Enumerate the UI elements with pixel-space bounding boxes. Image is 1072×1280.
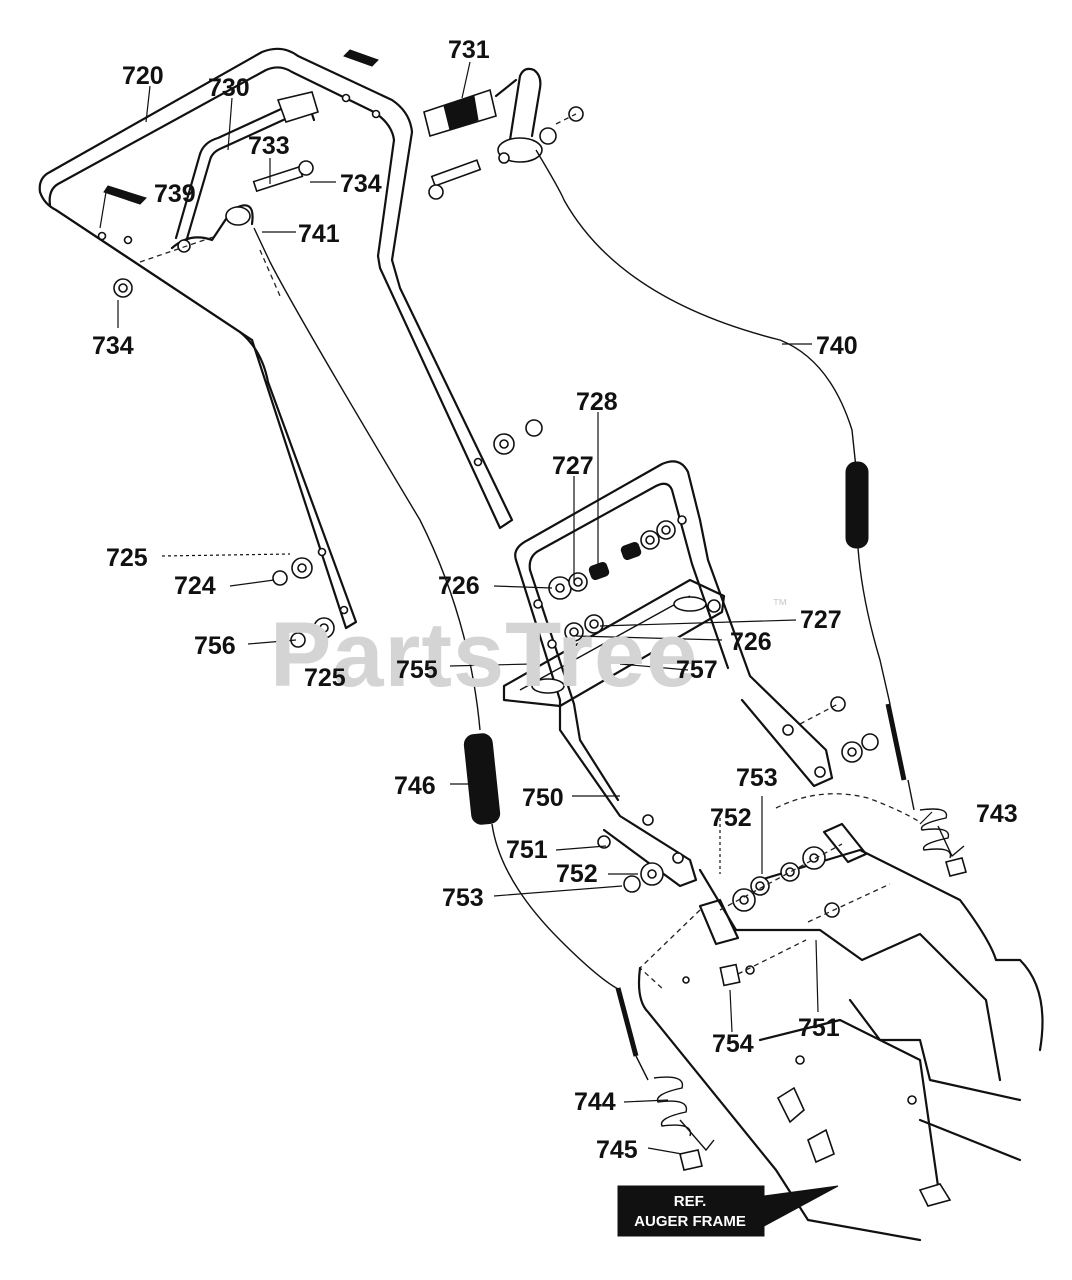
decal-739: [103, 49, 379, 205]
callout-734-top: 734: [340, 170, 382, 198]
callout-751-right: 751: [798, 1014, 840, 1042]
callout-757: 757: [676, 656, 718, 684]
callout-756: 756: [194, 632, 236, 660]
reference-label-line2: AUGER FRAME: [634, 1213, 746, 1230]
callout-754: 754: [712, 1030, 754, 1058]
watermark-trademark: ™: [772, 597, 788, 614]
callout-726-left: 726: [438, 572, 480, 600]
callout-724: 724: [174, 572, 216, 600]
callout-739: 739: [154, 180, 196, 208]
upper-hardware: [113, 106, 584, 298]
callout-740: 740: [816, 332, 858, 360]
callouts: 720 730 731 733 734 739 741 734 740 728 …: [92, 36, 1018, 1164]
callout-720: 720: [122, 62, 164, 90]
callout-730: 730: [208, 74, 250, 102]
left-control-bail: [170, 91, 319, 253]
callout-727-lower: 727: [800, 606, 842, 634]
cross-bracket: [502, 578, 726, 708]
callout-728: 728: [576, 388, 618, 416]
callout-741: 741: [298, 220, 340, 248]
callout-743: 743: [976, 800, 1018, 828]
reference-box: REF. AUGER FRAME: [617, 1185, 839, 1237]
cables: [253, 149, 907, 1057]
callout-725-lower: 725: [304, 664, 346, 692]
callout-753-left: 753: [442, 884, 484, 912]
callout-727-upper: 727: [552, 452, 594, 480]
callout-753-right: 753: [736, 764, 778, 792]
callout-746: 746: [394, 772, 436, 800]
frame-hardware: [719, 843, 891, 987]
auger-frame: [637, 793, 1044, 1242]
watermark: PartsTree: [270, 604, 698, 706]
callout-734-left: 734: [92, 332, 134, 360]
callout-726-right: 726: [730, 628, 772, 656]
springs: [635, 779, 967, 1171]
right-control-bail: [423, 67, 557, 164]
callout-744: 744: [574, 1088, 616, 1116]
callout-731: 731: [448, 36, 490, 64]
callout-752-right: 752: [710, 804, 752, 832]
callout-751-left: 751: [506, 836, 548, 864]
callout-725-upper: 725: [106, 544, 148, 572]
leader-lines: [99, 61, 933, 1155]
lower-handle-hardware: [272, 419, 879, 893]
upper-handle: [38, 47, 514, 630]
callout-733: 733: [248, 132, 290, 160]
callout-755: 755: [396, 656, 438, 684]
callout-745: 745: [596, 1136, 638, 1164]
reference-label-line1: REF.: [674, 1193, 707, 1210]
callout-750: 750: [522, 784, 564, 812]
callout-752-left: 752: [556, 860, 598, 888]
